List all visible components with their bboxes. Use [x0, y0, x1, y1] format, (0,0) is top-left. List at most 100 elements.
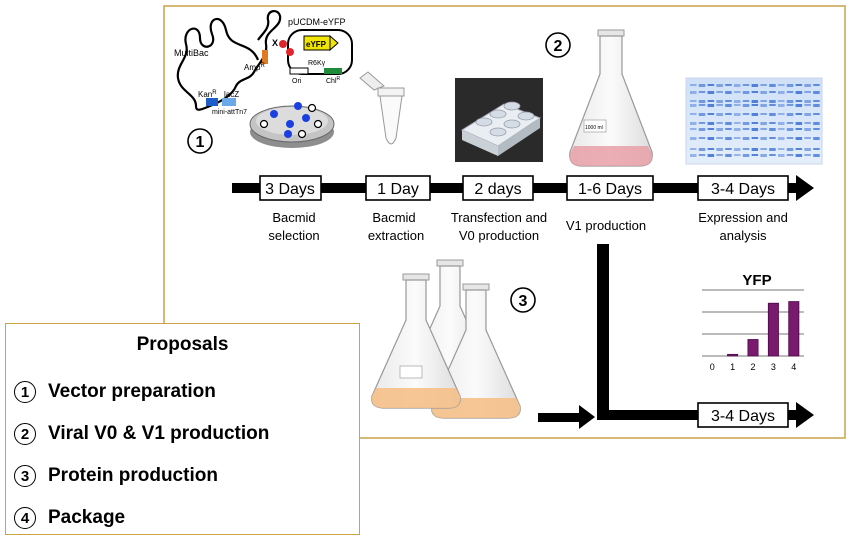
gel-band: [751, 137, 759, 139]
gel-band: [795, 122, 803, 125]
pucdm-label: pUCDM-eYFP: [288, 17, 346, 27]
gel-band: [795, 148, 803, 150]
gel-band: [698, 104, 706, 106]
gel-band: [760, 148, 767, 150]
gel-band: [742, 154, 750, 157]
gel-band: [742, 128, 750, 130]
gel-band: [690, 100, 697, 102]
svg-text:3 Days: 3 Days: [265, 181, 315, 198]
ori-label: Ori: [292, 78, 302, 85]
gel-band: [778, 154, 785, 157]
gel-band: [698, 91, 706, 93]
proposal-item-protein-production: 3 Protein production: [14, 462, 218, 490]
gel-band: [778, 148, 785, 150]
branch-arrow: 3-4 Days: [597, 244, 814, 428]
gel-band: [778, 84, 785, 86]
gel-band: [769, 137, 776, 139]
gel-band: [769, 154, 776, 156]
mini-attn7-label: mini-attTn7: [212, 109, 247, 116]
chlr-gene-box: [324, 68, 342, 74]
ampr-gene-box: [262, 50, 268, 64]
gel-band: [760, 137, 767, 140]
gel-band: [734, 154, 741, 156]
gel-band: [707, 104, 715, 107]
proposals-box: Proposals 1 Vector preparation 2 Viral V…: [5, 323, 360, 535]
gel-band: [725, 91, 732, 94]
gel-band: [742, 91, 750, 94]
gel-band: [690, 128, 697, 130]
gel-band: [778, 137, 785, 140]
gel-band: [804, 84, 811, 87]
chlr-label: ChlR: [326, 76, 341, 85]
gel-band: [698, 84, 706, 87]
proposal-text: Viral V0 & V1 production: [48, 423, 270, 444]
gel-band: [813, 113, 820, 115]
gel-band: [751, 84, 759, 87]
gel-band: [725, 154, 732, 157]
gel-band: [725, 104, 732, 107]
gel-band: [734, 113, 741, 116]
gel-band: [725, 100, 732, 102]
gel-band: [698, 113, 706, 116]
eppendorf-tube-illustration: [359, 71, 405, 145]
badge-3: 3: [510, 287, 536, 313]
gel-band: [786, 137, 794, 139]
gel-band: [769, 84, 776, 87]
gel-band: [804, 154, 811, 156]
gel-band: [795, 104, 803, 107]
proposal-text: Protein production: [48, 465, 218, 486]
gel-band: [716, 128, 723, 131]
flask-volume-label: 1000 ml: [585, 125, 603, 131]
gel-band: [734, 91, 741, 93]
kanr-gene-box: [206, 98, 218, 106]
gel-band: [690, 113, 697, 115]
gel-band: [804, 122, 811, 124]
gel-band: [760, 84, 767, 86]
gel-band: [804, 137, 811, 139]
branch-days-box: [697, 402, 789, 428]
gel-band: [795, 128, 803, 130]
bacmid-dna: [176, 10, 282, 111]
gel-band: [734, 137, 741, 139]
gel-band: [716, 91, 723, 93]
gel-band: [795, 84, 803, 86]
gel-band: [769, 113, 776, 116]
lacz-label: lacZ: [224, 90, 239, 99]
svg-text:analysis: analysis: [720, 228, 767, 243]
gel-band: [716, 113, 723, 116]
gel-band: [751, 148, 759, 151]
gel-band: [707, 84, 715, 86]
svg-text:2: 2: [554, 38, 563, 55]
gel-band: [795, 113, 803, 115]
ampr-label: AmpR: [244, 63, 265, 72]
gel-band: [778, 91, 785, 94]
gel-band: [751, 154, 759, 156]
timeline-steps: 3 Days Bacmid selection 1 Day Bacmid ext…: [259, 175, 789, 243]
gel-band: [751, 104, 759, 106]
eyfp-arrow: [329, 34, 339, 52]
gel-band: [804, 91, 811, 93]
gel-band: [742, 113, 750, 115]
gel-band: [690, 104, 697, 107]
gel-band: [760, 128, 767, 130]
white-colony: [307, 103, 317, 113]
chart-tick-label-0: 0: [710, 362, 715, 372]
gel-band: [742, 122, 750, 125]
gel-band: [804, 148, 811, 151]
chart-bar-1: [727, 353, 739, 357]
gel-band: [716, 154, 723, 156]
gel-band: [751, 122, 759, 124]
gel-band: [716, 148, 723, 151]
gel-band: [786, 128, 794, 131]
svg-text:3: 3: [519, 293, 528, 310]
multibac-label: MultiBac: [174, 48, 209, 58]
badge-1: 1: [187, 128, 213, 154]
gel-band: [769, 128, 776, 131]
proposal-item-viral-production: 2 Viral V0 & V1 production: [14, 420, 269, 448]
gel-band: [786, 84, 794, 87]
gel-band: [725, 113, 732, 115]
recombination-x-label: X: [272, 38, 278, 48]
svg-text:V1 production: V1 production: [566, 218, 646, 233]
white-colony: [313, 119, 323, 129]
